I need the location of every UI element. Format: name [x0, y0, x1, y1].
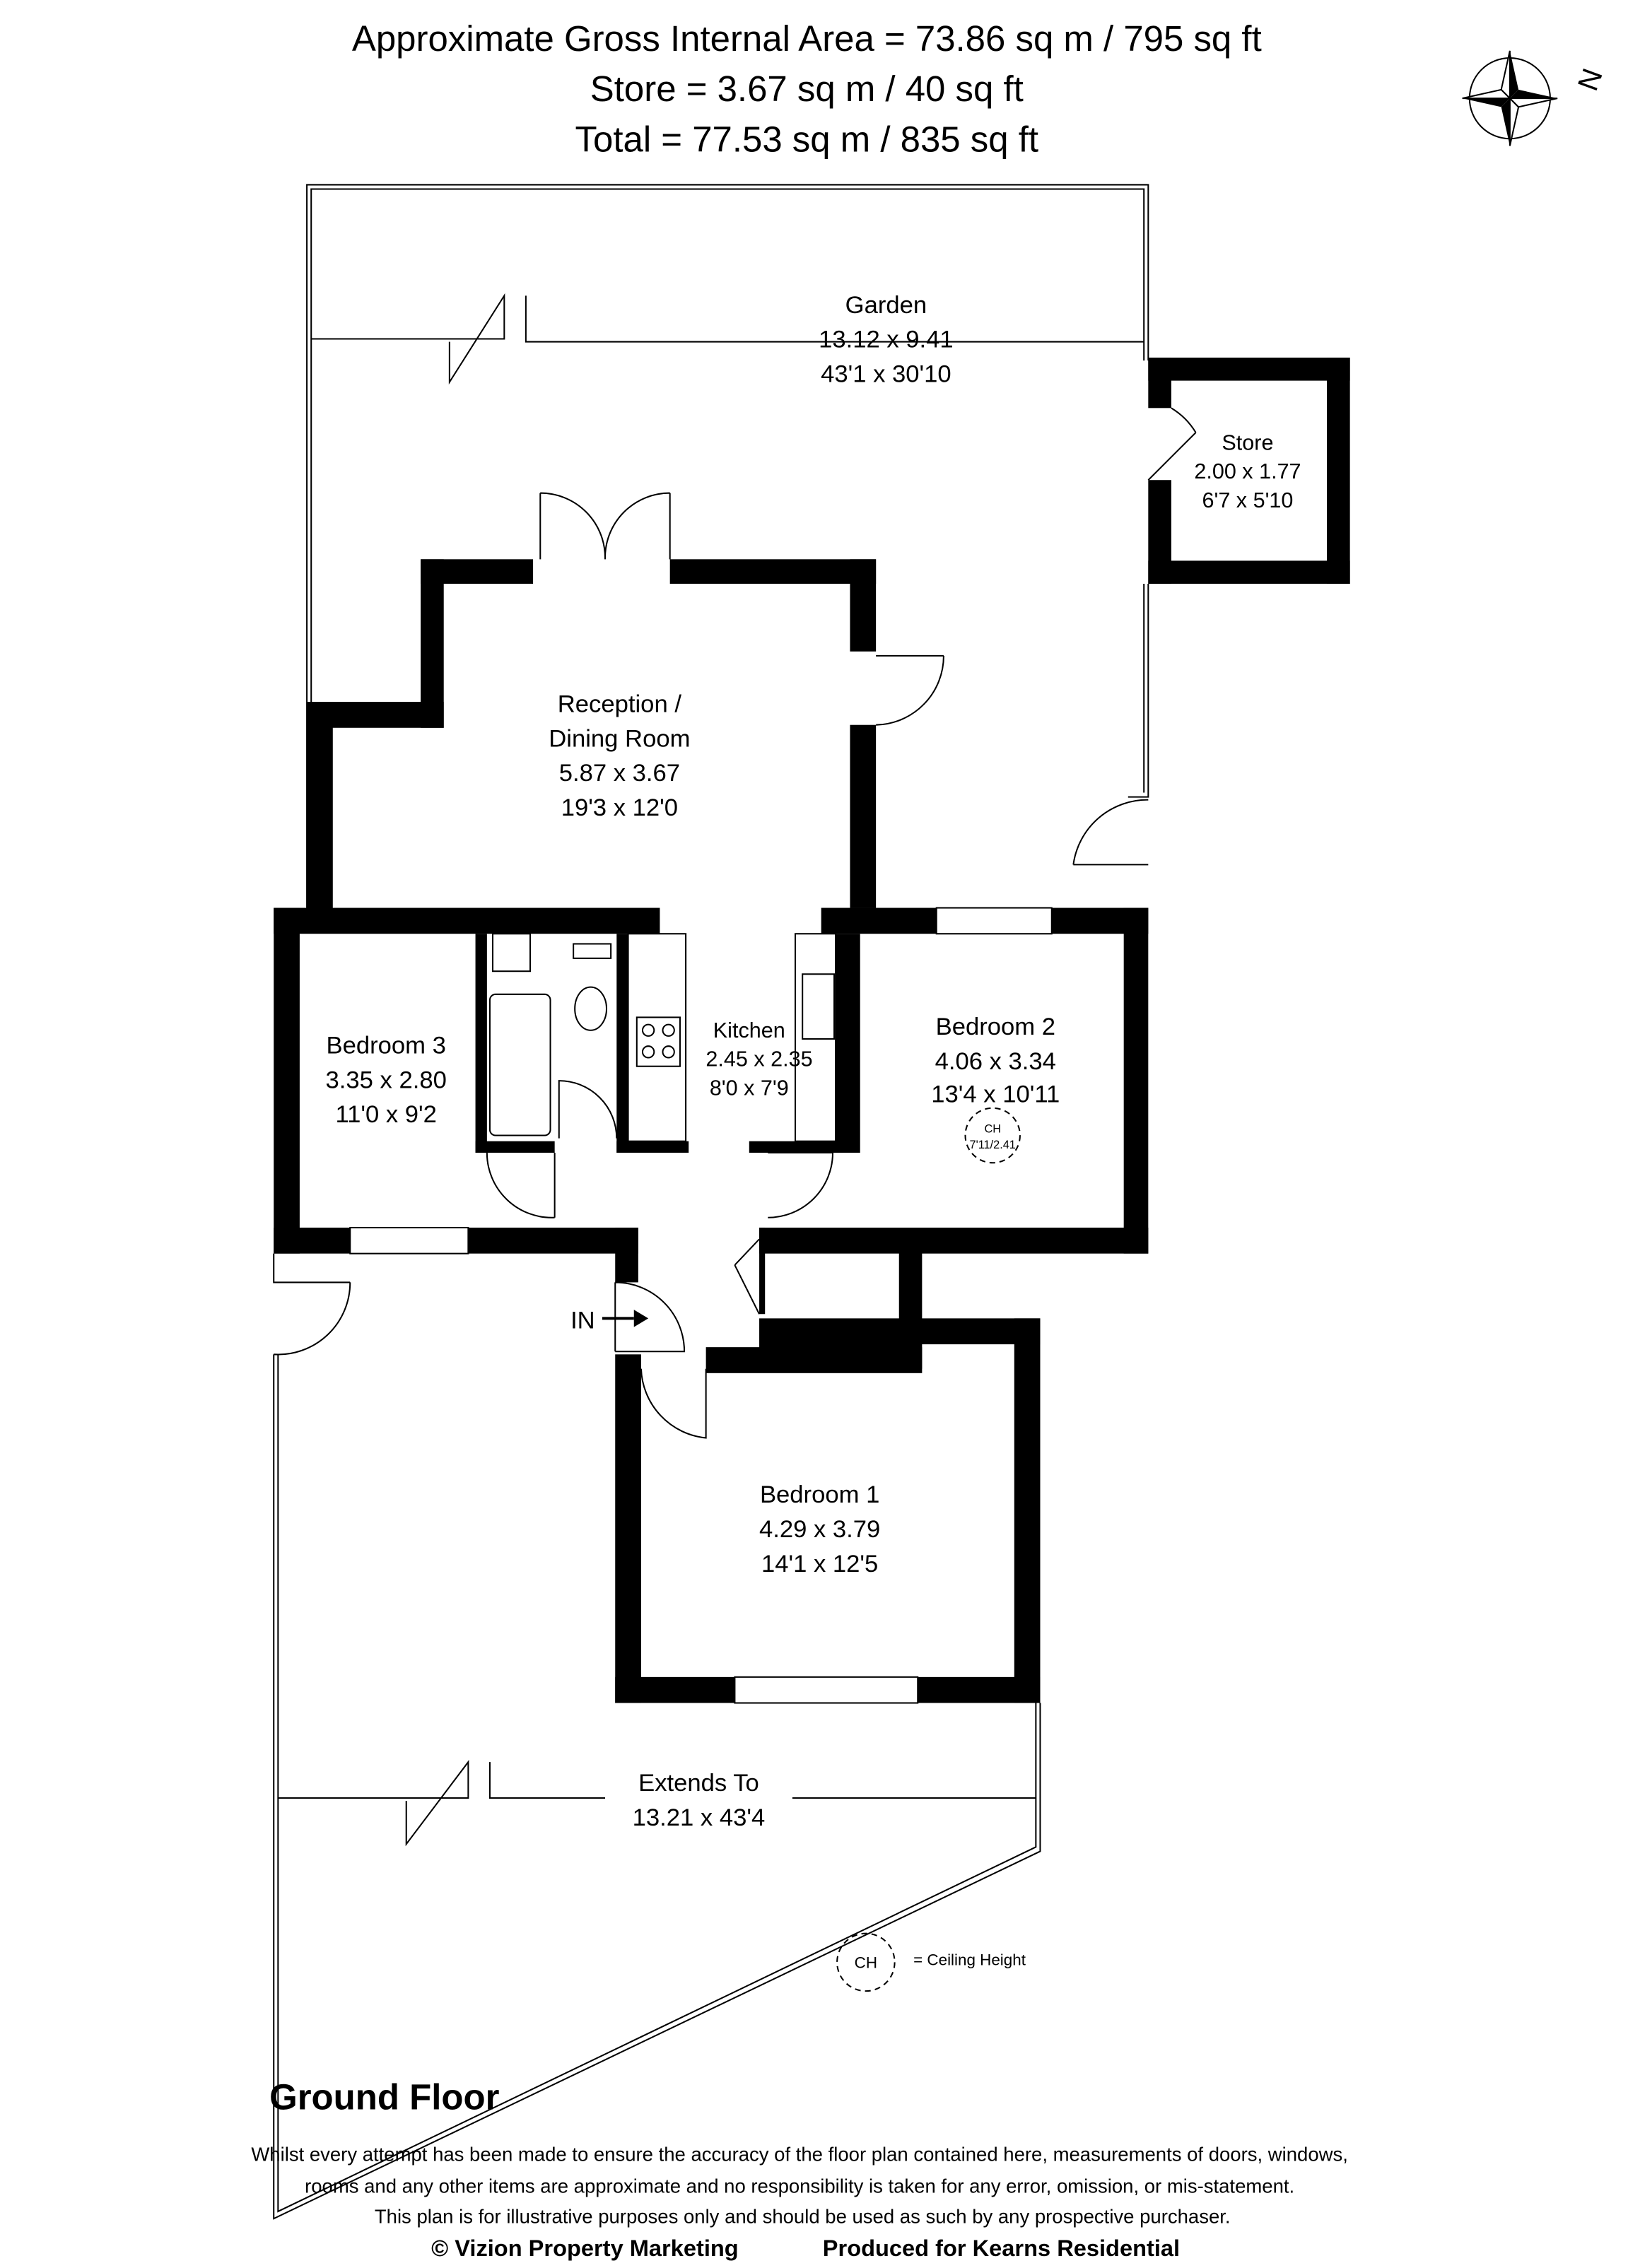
store-imperial: 6'7 x 5'10 [1202, 488, 1293, 512]
reception-walls [307, 492, 944, 911]
legend-symbol-text: CH [855, 1954, 877, 1972]
legend-text: = Ceiling Height [913, 1951, 1026, 1968]
disclaimer-line-1: Whilst every attempt has been made to en… [251, 2144, 1348, 2166]
floor-title: Ground Floor [269, 2076, 500, 2117]
front-garden-name: Extends To [638, 1770, 759, 1797]
bedroom1-walls [615, 1318, 1041, 1704]
garden-imperial: 43'1 x 30'10 [821, 361, 951, 388]
disclaimer-line-3: This plan is for illustrative purposes o… [375, 2205, 1231, 2227]
front-garden-boundary [273, 1253, 1041, 2220]
kitchen-name: Kitchen [713, 1018, 785, 1042]
disclaimer-line-2: rooms and any other items are approximat… [305, 2175, 1294, 2197]
in-arrow-icon [602, 1310, 649, 1327]
reception-name-1: Reception / [558, 691, 682, 717]
produced-for-text: Produced for Kearns Residential [823, 2235, 1180, 2261]
bedroom2-ch-value: 7'11/2.41 [970, 1139, 1016, 1151]
total-area-text: Total = 77.53 sq m / 835 sq ft [575, 119, 1038, 160]
compass-rose-icon [1462, 50, 1558, 146]
bedroom2-metric: 4.06 x 3.34 [935, 1048, 1056, 1075]
reception-name-2: Dining Room [549, 725, 690, 752]
garden-boundary [306, 184, 1149, 908]
bedroom1-imperial: 14'1 x 12'5 [761, 1551, 878, 1577]
kitchen-fittings [627, 933, 843, 1218]
bedroom1-name: Bedroom 1 [760, 1481, 879, 1508]
store-walls [1147, 357, 1350, 584]
bedroom3-name: Bedroom 3 [327, 1032, 446, 1059]
front-garden-metric: 13.21 x 43'4 [633, 1804, 766, 1831]
bedroom2-name: Bedroom 2 [936, 1013, 1055, 1040]
ceiling-height-symbol [836, 1932, 896, 1992]
bedroom3-walls [274, 907, 689, 1255]
kitchen-imperial: 8'0 x 7'9 [710, 1076, 789, 1100]
entrance-label: IN [570, 1308, 595, 1334]
reception-imperial: 19'3 x 12'0 [561, 794, 678, 821]
garden-name: Garden [845, 292, 927, 319]
bedroom1-metric: 4.29 x 3.79 [759, 1516, 880, 1543]
kitchen-metric: 2.45 x 2.35 [705, 1047, 812, 1071]
store-metric: 2.00 x 1.77 [1194, 459, 1301, 483]
bedroom2-ch-label: CH [984, 1122, 1001, 1135]
bedroom2-imperial: 13'4 x 10'11 [931, 1081, 1060, 1108]
bedroom2-walls [759, 907, 1149, 1254]
store-area-text: Store = 3.67 sq m / 40 sq ft [590, 69, 1024, 109]
gross-area-text: Approximate Gross Internal Area = 73.86 … [352, 18, 1262, 59]
reception-metric: 5.87 x 3.67 [559, 760, 680, 787]
bedroom3-imperial: 11'0 x 9'2 [335, 1101, 437, 1128]
copyright-text: © Vizion Property Marketing [431, 2235, 739, 2261]
hall-walls [614, 1227, 923, 1373]
store-name: Store [1222, 430, 1273, 454]
garden-metric: 13.12 x 9.41 [819, 327, 954, 353]
north-label: N [1571, 64, 1609, 95]
bedroom3-metric: 3.35 x 2.80 [326, 1067, 447, 1093]
